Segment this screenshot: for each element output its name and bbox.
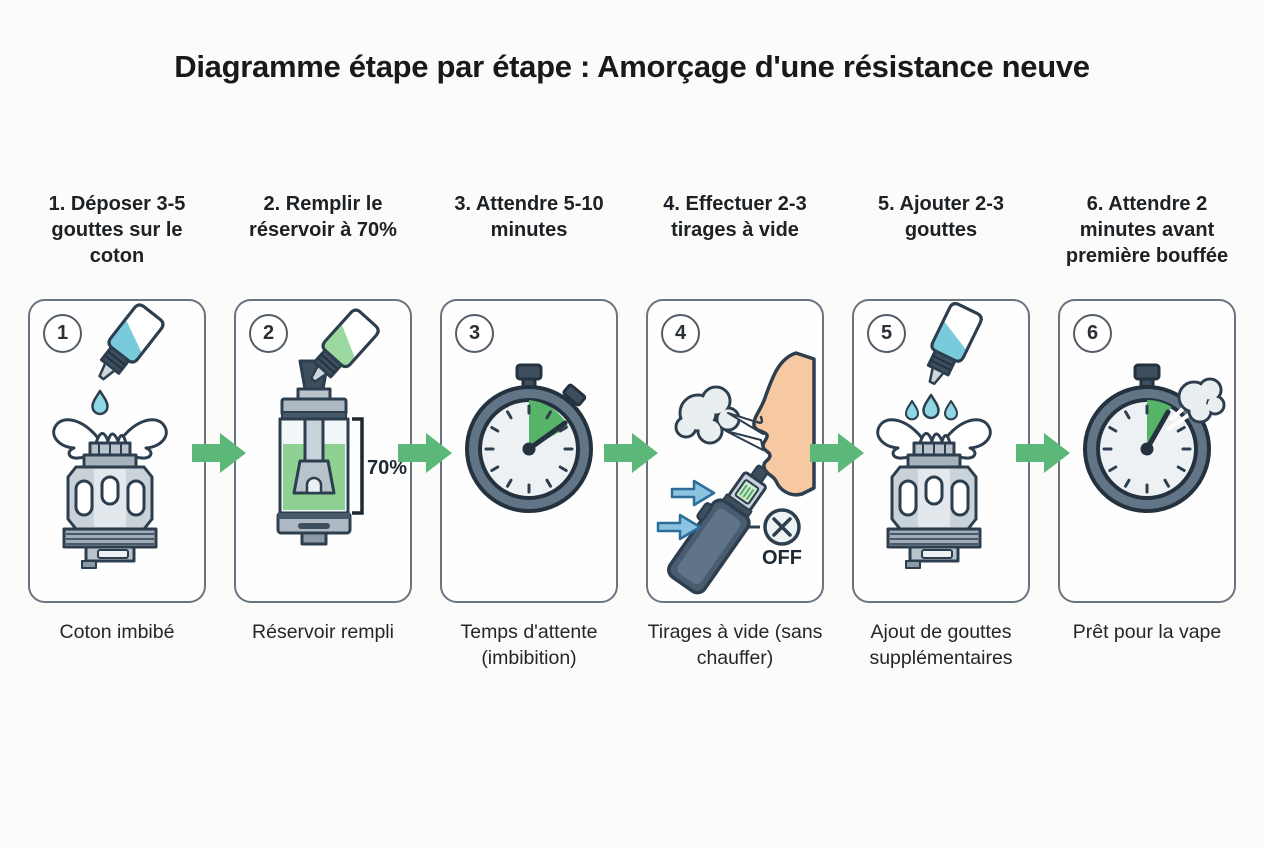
step-5-caption: Ajout de gouttes supplémentaires bbox=[869, 621, 1013, 669]
step-2-caption: Réservoir rempli bbox=[252, 621, 394, 644]
step-1-number-badge: 1 bbox=[43, 314, 82, 354]
arrow-icon-1 bbox=[192, 431, 248, 475]
step-2: 2. Remplir le réservoir à 70% 2 bbox=[234, 191, 452, 671]
tank-icon bbox=[276, 359, 352, 546]
vape-mod-icon bbox=[667, 464, 769, 595]
step-5: 5. Ajouter 2-3 gouttes 5 Ajout de goutte… bbox=[852, 191, 1070, 671]
arrow-icon-3 bbox=[604, 431, 660, 475]
breath-line bbox=[725, 430, 764, 452]
watch-hand bbox=[1144, 409, 1171, 452]
arrow-icon-4 bbox=[810, 431, 866, 475]
step-3-caption: Temps d'attente (imbibition) bbox=[460, 621, 598, 669]
bracket-70 bbox=[352, 417, 364, 515]
power-off-icon bbox=[746, 508, 801, 546]
step-3: 3. Attendre 5-10 minutes 3 Temps d'atten… bbox=[440, 191, 658, 671]
puff-cloud-icon bbox=[674, 385, 741, 445]
step-4-panel: 4 bbox=[646, 299, 824, 604]
arrow-icon-5 bbox=[1016, 431, 1072, 475]
step-6: 6. Attendre 2 minutes avant première bou… bbox=[1058, 191, 1236, 671]
drop-icon bbox=[904, 400, 920, 421]
elapsed-sector bbox=[529, 400, 569, 450]
fill-level-label: 70% bbox=[367, 457, 407, 479]
step-5-number-badge: 5 bbox=[867, 314, 906, 354]
step-4-number-badge: 4 bbox=[661, 314, 700, 354]
arrow-icon-2 bbox=[398, 431, 454, 475]
step-6-number-badge: 6 bbox=[1073, 314, 1112, 354]
step-5-panel: 5 bbox=[852, 299, 1030, 604]
step-1-panel: 1 bbox=[28, 299, 206, 604]
step-4-caption: Tirages à vide (sans chauffer) bbox=[647, 621, 823, 669]
step-3-title: 3. Attendre 5-10 minutes bbox=[454, 193, 604, 242]
puff-cloud-icon bbox=[1177, 377, 1226, 424]
step-3-panel: 3 bbox=[440, 299, 618, 604]
coil-icon bbox=[876, 418, 992, 570]
off-label: OFF bbox=[762, 547, 802, 569]
face-profile-icon bbox=[752, 351, 816, 497]
page-title: Diagramme étape par étape : Amorçage d'u… bbox=[174, 49, 1090, 84]
step-4: 4. Effectuer 2-3 tirages à vide 4 bbox=[646, 191, 864, 671]
step-2-number-badge: 2 bbox=[249, 314, 288, 354]
step-6-title: 6. Attendre 2 minutes avant première bou… bbox=[1065, 193, 1229, 268]
drop-icon bbox=[943, 400, 959, 421]
step-6-panel: 6 bbox=[1058, 299, 1236, 604]
dropper-bottle-icon bbox=[86, 301, 167, 390]
step-6-caption: Prêt pour la vape bbox=[1072, 621, 1222, 644]
nostril bbox=[755, 415, 764, 425]
step-5-title: 5. Ajouter 2-3 gouttes bbox=[878, 193, 1004, 242]
watch-hand bbox=[526, 420, 568, 452]
step-2-panel: 2 bbox=[234, 299, 412, 604]
coil-icon bbox=[52, 418, 168, 570]
stopwatch-icon bbox=[465, 363, 593, 514]
drop-icon bbox=[922, 393, 940, 420]
step-2-title: 2. Remplir le réservoir à 70% bbox=[249, 193, 397, 242]
step-1: 1. Déposer 3-5 gouttes sur le coton 1 Co… bbox=[28, 191, 246, 671]
dropper-bottle-icon bbox=[915, 301, 985, 392]
stopwatch-puff-icon bbox=[1083, 363, 1226, 514]
step-1-caption: Coton imbibé bbox=[59, 621, 175, 644]
drop-icon bbox=[91, 389, 109, 416]
tank-filling-icon: 70% bbox=[276, 306, 407, 546]
steps-row: 1. Déposer 3-5 gouttes sur le coton 1 Co… bbox=[0, 191, 1264, 671]
step-3-number-badge: 3 bbox=[455, 314, 494, 354]
step-4-title: 4. Effectuer 2-3 tirages à vide bbox=[663, 193, 807, 242]
step-1-title: 1. Déposer 3-5 gouttes sur le coton bbox=[48, 193, 186, 268]
bottle-green-icon bbox=[298, 306, 383, 394]
airflow-arrow-icon bbox=[670, 479, 716, 507]
dry-puff-icon: OFF bbox=[656, 351, 816, 595]
